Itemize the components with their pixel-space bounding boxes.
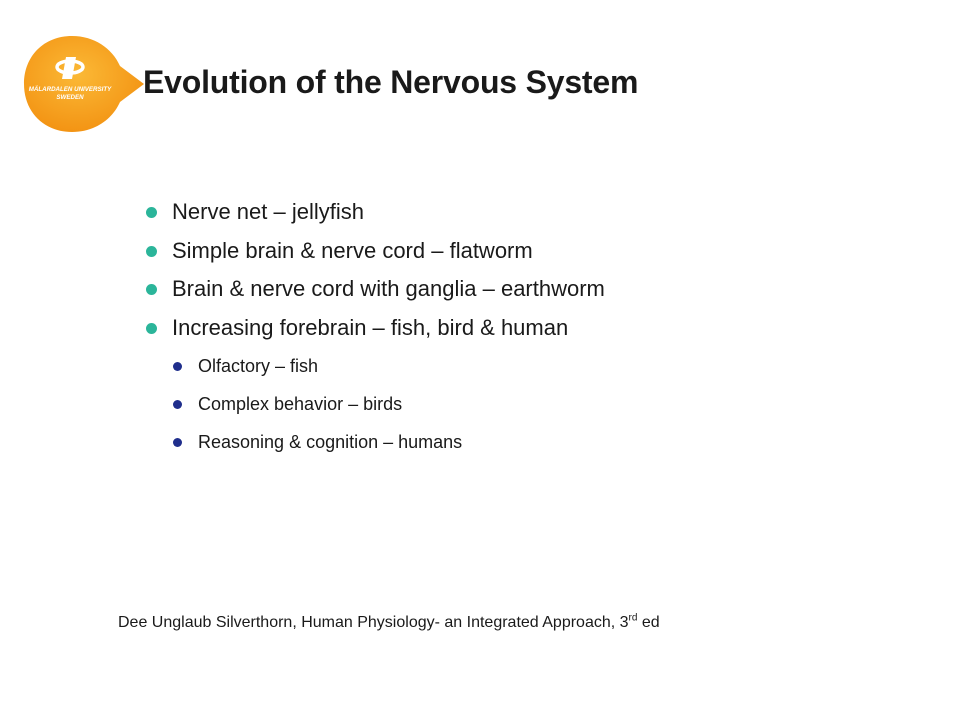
logo-text-line2: SWEDEN [56, 94, 84, 101]
bullet-list: Nerve net – jellyfish Simple brain & ner… [146, 193, 605, 461]
bullet-dot-icon [146, 322, 157, 334]
citation: Dee Unglaub Silverthorn, Human Physiolog… [118, 612, 660, 632]
sub-bullet-item: Reasoning & cognition – humans [146, 423, 605, 461]
citation-suffix: ed [637, 614, 660, 631]
citation-text: Dee Unglaub Silverthorn, Human Physiolog… [118, 614, 629, 631]
citation-superscript: rd [628, 612, 638, 624]
bullet-item: Brain & nerve cord with ganglia – earthw… [146, 270, 605, 309]
bullet-item: Simple brain & nerve cord – flatworm [146, 232, 605, 271]
logo-emblem-icon [55, 57, 85, 79]
bullet-text: Increasing forebrain – fish, bird & huma… [172, 314, 569, 340]
sub-bullet-text: Reasoning & cognition – humans [198, 432, 463, 452]
sub-bullet-item: Complex behavior – birds [146, 385, 605, 423]
bullet-dot-icon [146, 284, 157, 295]
sub-bullet-item: Olfactory – fish [146, 347, 605, 385]
bullet-text: Brain & nerve cord with ganglia – earthw… [172, 276, 605, 301]
slide-title: Evolution of the Nervous System [143, 64, 639, 100]
sub-bullet-text: Olfactory – fish [198, 356, 319, 376]
sub-bullet-dot-icon [173, 400, 182, 409]
bullet-text: Simple brain & nerve cord – flatworm [172, 237, 533, 263]
bullet-text: Nerve net – jellyfish [172, 199, 364, 224]
sub-bullet-dot-icon [173, 362, 182, 371]
sub-bullet-dot-icon [173, 438, 182, 447]
logo-text-line1: MÄLARDALEN UNIVERSITY [29, 86, 112, 93]
university-logo: MÄLARDALEN UNIVERSITY SWEDEN [22, 34, 146, 134]
bullet-dot-icon [146, 207, 157, 218]
bullet-item: Nerve net – jellyfish [146, 193, 605, 232]
sub-bullet-text: Complex behavior – birds [198, 394, 403, 414]
bullet-item: Increasing forebrain – fish, bird & huma… [146, 309, 605, 348]
bullet-dot-icon [146, 245, 157, 257]
